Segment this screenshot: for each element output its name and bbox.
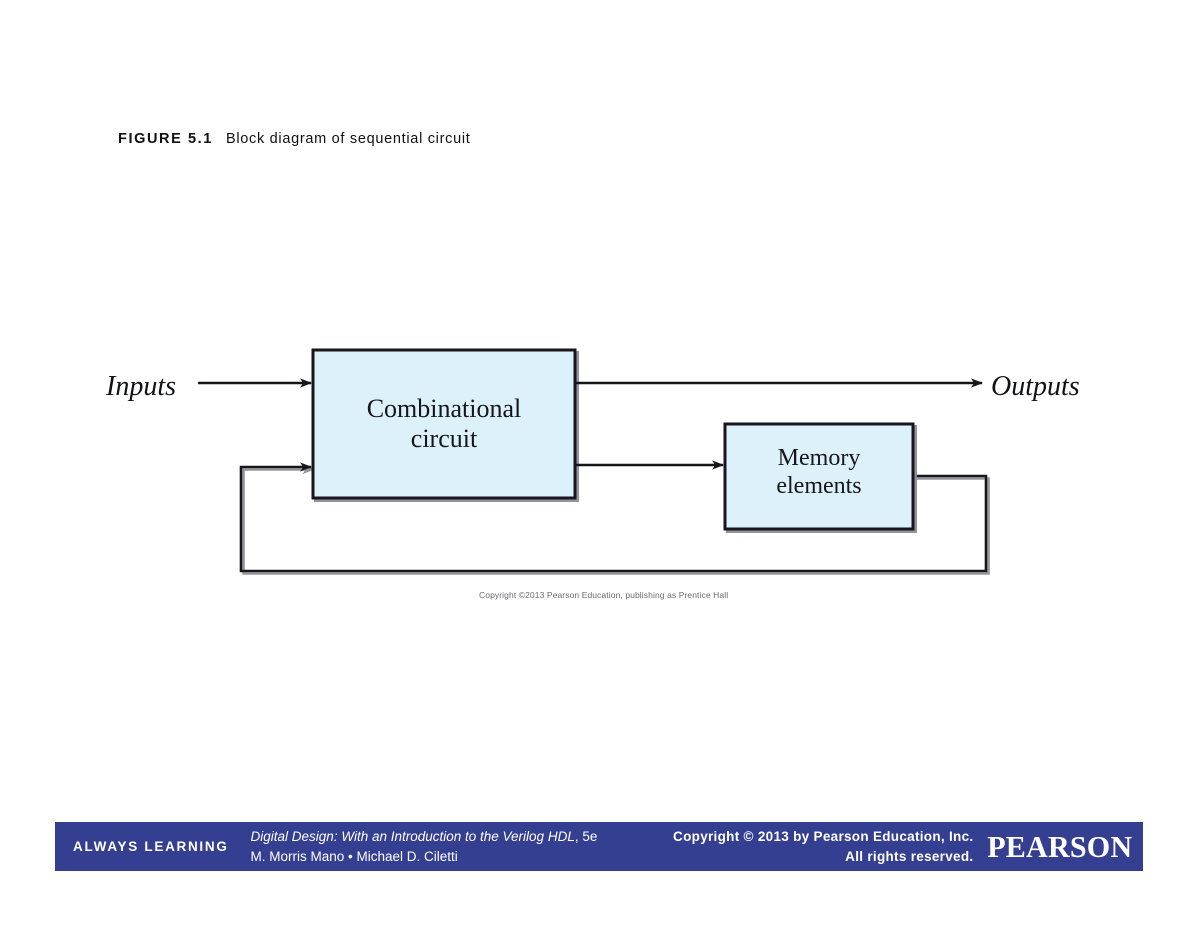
footer-copyright-line2: All rights reserved. bbox=[845, 848, 974, 864]
figure-number: FIGURE 5.1 bbox=[118, 131, 213, 147]
block-label-combinational-line2: circuit bbox=[410, 424, 478, 454]
footer-book-edition: , 5e bbox=[574, 829, 598, 845]
footer-book-title: Digital Design: With an Introduction to … bbox=[250, 829, 575, 845]
footer-book-info: Digital Design: With an Introduction to … bbox=[251, 827, 598, 865]
footer-copyright-line1: Copyright © 2013 by Pearson Education, I… bbox=[673, 829, 974, 845]
block-label-memory-line1: Memory bbox=[777, 445, 861, 471]
block-label-memory-line2: elements bbox=[776, 472, 862, 499]
footer-book-title-line: Digital Design: With an Introduction to … bbox=[251, 827, 598, 846]
figure-title: Block diagram of sequential circuit bbox=[225, 131, 471, 147]
diagram-label-inputs: Inputs bbox=[106, 371, 176, 402]
block-label-memory: Memory elements bbox=[725, 445, 913, 501]
footer-copyright: Copyright © 2013 by Pearson Education, I… bbox=[673, 827, 973, 865]
diagram-label-outputs: Outputs bbox=[991, 371, 1080, 402]
pearson-logo: PEARSON bbox=[987, 828, 1133, 864]
block-label-combinational-line1: Combinational bbox=[366, 394, 522, 423]
footer-book-authors: M. Morris Mano • Michael D. Ciletti bbox=[250, 848, 458, 864]
block-label-combinational: Combinational circuit bbox=[313, 394, 575, 454]
figure-copyright-note: Copyright ©2013 Pearson Education, publi… bbox=[479, 590, 729, 600]
pearson-footer-bar: ALWAYS LEARNING Digital Design: With an … bbox=[55, 822, 1143, 871]
figure-caption: FIGURE 5.1 Block diagram of sequential ci… bbox=[118, 131, 471, 147]
footer-always-learning-tagline: ALWAYS LEARNING bbox=[73, 839, 229, 854]
